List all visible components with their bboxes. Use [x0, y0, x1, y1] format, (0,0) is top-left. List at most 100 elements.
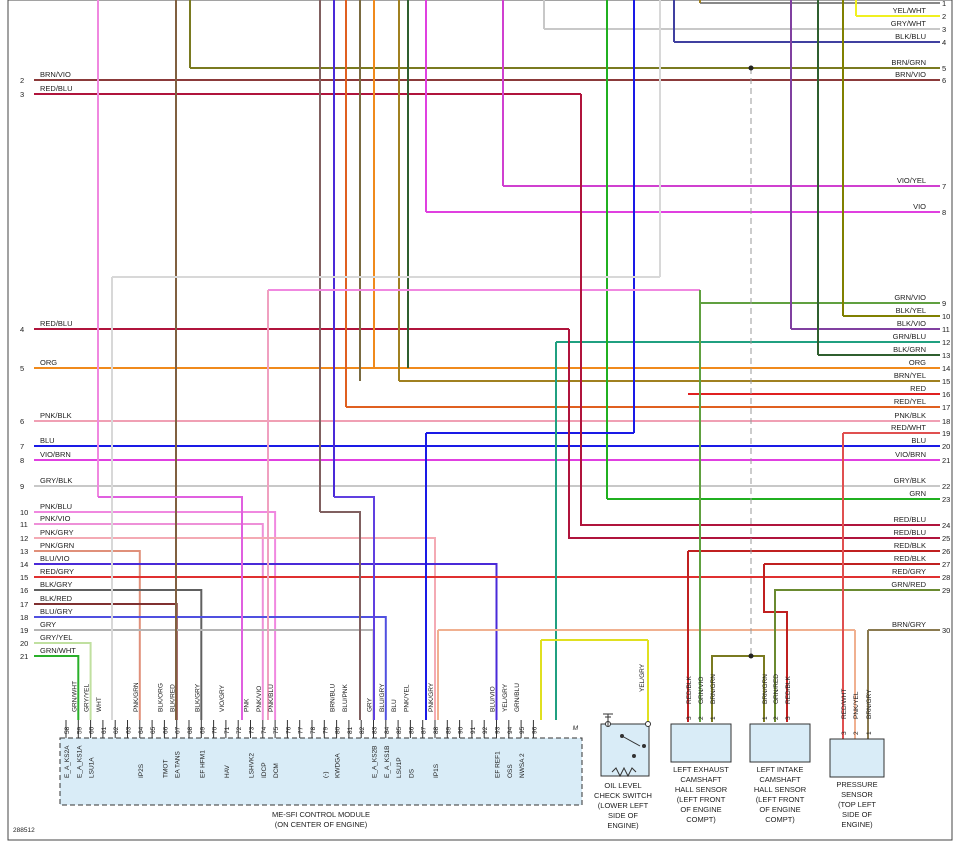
module-pin-num: 75: [273, 726, 280, 734]
right-wire-label: GRN: [909, 489, 926, 498]
module-pin-wire: VIO/GRY: [219, 684, 226, 712]
module-pins: 58E_A_KS2A59GRN/WHTE_A_KS1A60GRY/YELLSU1…: [64, 681, 538, 778]
intake-sensor-pin-wire: BRN/GRN: [762, 674, 769, 704]
left-wire-num: 21: [20, 652, 28, 661]
module-pin-num: 91: [470, 726, 477, 734]
intake-sensor-pin-wire: RED/BLK: [785, 676, 792, 704]
module-pin-num: 71: [224, 726, 231, 734]
module-pin-wire: GRN/BLU: [514, 683, 521, 712]
left-wire-label: PNK/BLU: [40, 502, 72, 511]
left-wire-label: GRY: [40, 620, 56, 629]
intake-sensor-caption-line: OF ENGINE: [759, 805, 800, 814]
module-pin-signal: E_A_KS1A: [76, 745, 83, 778]
diagram-frame: [7, 0, 953, 841]
pressure-sensor-pin-num: 3: [841, 731, 848, 735]
right-wire-num: 3: [942, 25, 946, 34]
right-wire-label: RED/BLU: [893, 528, 926, 537]
right-wire-num: 30: [942, 626, 950, 635]
module-pin-wire: PNK/GRY: [428, 682, 435, 712]
module-pin-num: 94: [507, 726, 514, 734]
module-pin-wire: GRY: [367, 697, 374, 712]
module-pin-signal: (-): [322, 772, 329, 779]
intake-sensor-caption-line: COMPT): [765, 815, 795, 824]
exhaust-sensor-pin-wire: GRN/VIO: [698, 677, 705, 704]
wire-left-21: [34, 655, 80, 720]
left-wire-label: BLU/VIO: [40, 554, 70, 563]
wire-brn-grn-shared: [711, 655, 765, 722]
module-pin-num: 93: [495, 726, 502, 734]
module-pin-num: 95: [519, 726, 526, 734]
module-pin-num: 63: [126, 726, 133, 734]
left-wire-num: 16: [20, 586, 28, 595]
right-wire-label: BLK/GRN: [893, 345, 926, 354]
intake-sensor-pin-num: 2: [773, 716, 780, 720]
right-wire-num: 15: [942, 377, 950, 386]
module-pin-num: 74: [261, 726, 268, 734]
left-wire-num: 7: [20, 442, 24, 451]
left-wire-label: RED/BLU: [40, 319, 73, 328]
left-wire-label: PNK/VIO: [40, 514, 71, 523]
module-pin-wire: BLU/VIO: [490, 686, 497, 712]
module-pin-num: 83: [372, 726, 379, 734]
right-wire-num: 26: [942, 547, 950, 556]
module-pin-num: 66: [162, 726, 169, 734]
exhaust-sensor-caption-line: LEFT EXHAUST: [673, 765, 729, 774]
right-wire-num: 17: [942, 403, 950, 412]
left-wire-num: 5: [20, 364, 24, 373]
module-pin-num: 87: [421, 726, 428, 734]
wire-hav: [98, 496, 243, 720]
module-pin-num: 76: [285, 726, 292, 734]
left-wire-num: 11: [20, 520, 28, 529]
wire-red-blu-2: [568, 329, 940, 539]
left-wire-label: RED/GRY: [40, 567, 74, 576]
module-pin-signal: EF HFM1: [199, 750, 206, 778]
right-wire-label: RED/GRY: [892, 567, 926, 576]
right-wire-label: VIO/YEL: [897, 176, 926, 185]
right-wire-label: PNK/BLK: [894, 411, 926, 420]
module-pin-wire: PNK/VIO: [256, 686, 263, 712]
right-wire-label: BRN/GRN: [891, 58, 926, 67]
left-wire-num: 18: [20, 613, 28, 622]
wire-left-10: [34, 511, 277, 720]
left-wire-num: 3: [20, 90, 24, 99]
left-wire-label: PNK/GRN: [40, 541, 74, 550]
module-pin-signal: TMOT: [162, 760, 169, 778]
module-pin-num: 79: [322, 726, 329, 734]
splice-dot: [748, 65, 754, 71]
right-wire-num: 7: [942, 182, 946, 191]
splice-dot: [748, 653, 754, 659]
right-wire-label: GRN/BLU: [893, 332, 926, 341]
module-caption-1: ME-SFI CONTROL MODULE: [272, 810, 370, 819]
right-wire-num: 13: [942, 351, 950, 360]
module-pin-wire: PNK/GRN: [133, 682, 140, 712]
module-pin-wire: PNK/BLU: [268, 684, 275, 712]
pressure-sensor-caption-line: PRESSURE: [836, 780, 877, 789]
module-pin-num: 81: [347, 726, 354, 734]
wire-left-11: [34, 523, 264, 720]
module-pin-num: 69: [199, 726, 206, 734]
intake-sensor-caption-line: (LEFT FRONT: [756, 795, 805, 804]
left-wire-label: BLK/GRY: [40, 580, 72, 589]
module-pin-num: 78: [310, 726, 317, 734]
module-pin-num: 62: [113, 726, 120, 734]
right-wire-num: 18: [942, 417, 950, 426]
module-pin-num: 85: [396, 726, 403, 734]
module-pin-num: 90: [458, 726, 465, 734]
module-pin-num: 67: [175, 726, 182, 734]
module-pin-signal: IDCP: [261, 762, 268, 778]
exhaust-sensor-pin-wire: RED/BLK: [686, 676, 693, 704]
module-pin-wire: BLU: [391, 699, 398, 712]
left-wire-num: 8: [20, 456, 24, 465]
left-wire-label: BLU/GRY: [40, 607, 73, 616]
right-wire-num: 29: [942, 586, 950, 595]
oil-level-switch: [541, 639, 651, 778]
left-wire-num: 15: [20, 573, 28, 582]
module-pin-signal: KWDGA: [335, 753, 342, 778]
wire-brn-blu: [320, 511, 361, 720]
right-wire-label: BLK/VIO: [897, 319, 926, 328]
exhaust-sensor-caption-line: OF ENGINE: [680, 805, 721, 814]
module-pin-num: 80: [335, 726, 342, 734]
wire-left-12: [34, 537, 436, 720]
wire-left-20: [34, 642, 92, 720]
